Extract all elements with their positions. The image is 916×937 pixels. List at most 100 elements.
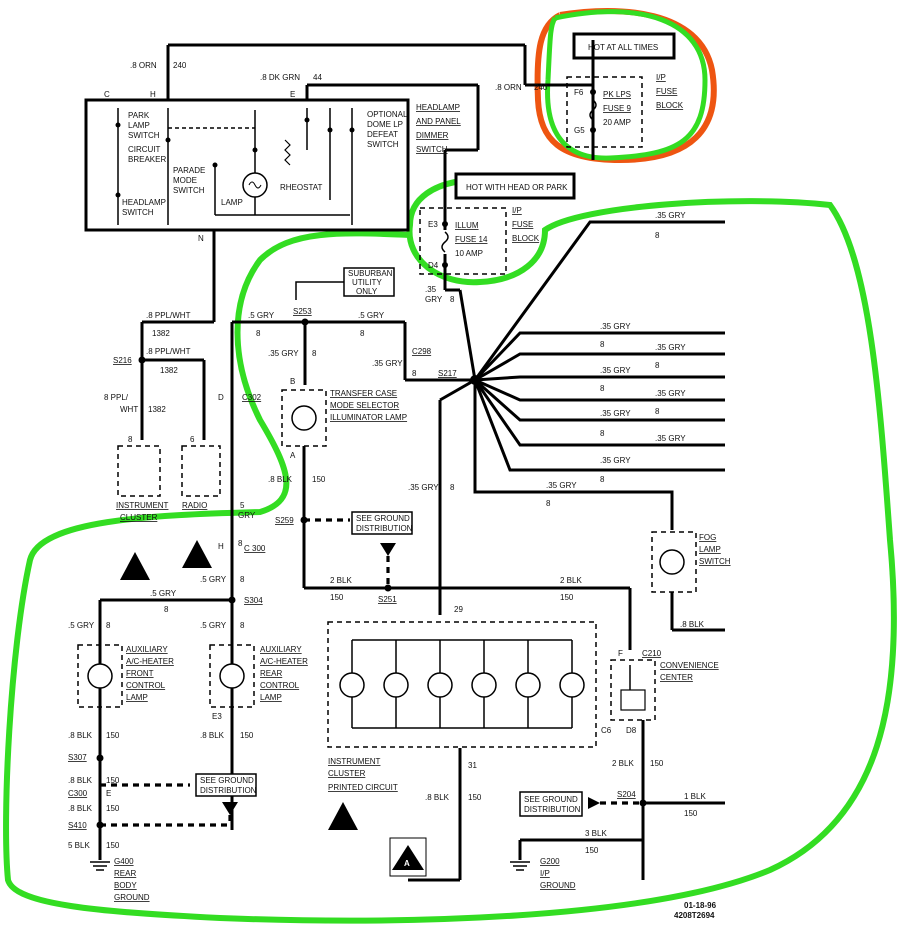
g200-blk-label: 3 BLK <box>585 829 607 838</box>
wire-num-8-c298: 8 <box>412 369 417 378</box>
ground-ref-arrow-2 <box>222 802 238 815</box>
green-highlight-main <box>3 179 897 924</box>
ipc-lamps <box>339 640 585 728</box>
wire-label-gry5-a: .5 GRY <box>248 311 275 320</box>
conv-label-1: CONVENIENCE <box>660 661 719 670</box>
wire-label-gry35-tc: .35 GRY <box>268 349 299 358</box>
see-ground-box-2 <box>195 773 257 797</box>
instrument-cluster-box <box>117 445 161 497</box>
ipc-box <box>327 621 597 748</box>
fan-label-4: .35 GRY <box>600 366 631 375</box>
splice-s304: S304 <box>244 596 263 605</box>
aux-front-4: CONTROL <box>126 681 166 690</box>
wire-label-ppl-2: .8 PPL/WHT <box>146 347 191 356</box>
wire-label-dkgrn: .8 DK GRN <box>260 73 300 82</box>
g400-1: G400 <box>114 857 134 866</box>
splice-s216: S216 <box>113 356 132 365</box>
splice-s410-dot <box>96 821 104 829</box>
splice-s251: S251 <box>378 595 397 604</box>
fan-num-4: 8 <box>600 384 605 393</box>
see-ground-1b: DISTRIBUTION <box>356 524 413 533</box>
fuse9-pin-g5: G5 <box>574 126 585 135</box>
transfer-case-lamp-icon <box>291 405 317 431</box>
aux-rear-3: REAR <box>260 669 282 678</box>
fan-num-8: 8 <box>600 475 605 484</box>
dome-3: DEFEAT <box>367 130 398 139</box>
g200-3: GROUND <box>540 881 576 890</box>
wire-gry5-top: .5 GRY <box>150 589 177 598</box>
wire-g5: 5 <box>240 501 245 510</box>
fuse14-rating: 10 AMP <box>455 249 483 258</box>
conv-pin-d8: D8 <box>626 726 637 735</box>
conv-pin-c6: C6 <box>601 726 612 735</box>
aux-rear-wire-label: .5 GRY <box>200 621 227 630</box>
splice-s307-dot <box>96 754 104 762</box>
conn-c210: C210 <box>642 649 662 658</box>
hot-all-times-label: HOT AT ALL TIMES <box>588 43 658 52</box>
aux-rear-pin-e3: E3 <box>212 712 222 721</box>
fuse14-block-3: BLOCK <box>512 234 540 243</box>
fog-ground-label: .8 BLK <box>680 620 705 629</box>
fog-lamp-icon <box>659 549 685 575</box>
splice-s253: S253 <box>293 307 312 316</box>
aux-rear-gnd-label: .8 BLK <box>200 731 225 740</box>
convenience-center-box <box>610 659 656 721</box>
headlamp-switch-box <box>84 98 410 232</box>
splice-s259: S259 <box>275 516 294 525</box>
hl-title-2: AND PANEL <box>416 117 461 126</box>
g200-2: I/P <box>540 869 550 878</box>
aux-rear-1: AUXILIARY <box>260 645 302 654</box>
aux-rear-lamp-icon <box>219 663 245 689</box>
splice-s410: S410 <box>68 821 87 830</box>
g400-2: REAR <box>114 869 136 878</box>
tc-pin-b: B <box>290 377 295 386</box>
tc-label-3: ILLUMINATOR LAMP <box>330 413 407 422</box>
s307-blk-num: 150 <box>106 776 120 785</box>
ipc-label-2: CLUSTER <box>328 769 366 778</box>
conv-gnd-label: 2 BLK <box>612 759 634 768</box>
wire-label-gry35-a: .35 <box>425 285 437 294</box>
g200-1: G200 <box>540 857 560 866</box>
wire-gry5-l: .5 GRY <box>200 575 227 584</box>
wire-label-orn-2: .8 ORN <box>495 83 522 92</box>
aux-front-gnd-label: .8 BLK <box>68 731 93 740</box>
wire-label-ppl-1: .8 PPL/WHT <box>146 311 191 320</box>
hot-head-park-label: HOT WITH HEAD OR PARK <box>466 183 568 192</box>
hl-title-4: SWITCH <box>416 145 448 154</box>
aux-rear-2: A/C-HEATER <box>260 657 308 666</box>
rheostat-label: RHEOSTAT <box>280 183 322 192</box>
suburban-3: ONLY <box>356 287 378 296</box>
cb-1: CIRCUIT <box>128 145 161 154</box>
hl-title-1: HEADLAMP <box>416 103 460 112</box>
bus-label-2: 2 BLK <box>560 576 582 585</box>
suburban-1: SUBURBAN <box>348 269 393 278</box>
wire-label-ppl-3a: 8 PPL/ <box>104 393 129 402</box>
splice-s307: S307 <box>68 753 87 762</box>
see-ground-box-3 <box>519 791 583 817</box>
esd-icon-1 <box>120 552 150 580</box>
conn-c300-b: C300 <box>68 789 88 798</box>
see-ground-3a: SEE GROUND <box>524 795 578 804</box>
see-ground-box-1 <box>351 511 413 535</box>
fuse9-pin-bottom <box>590 127 596 133</box>
fan-label-1: .35 GRY <box>655 211 686 220</box>
g200-ground-icon <box>510 861 530 871</box>
conn-h: H <box>218 542 224 551</box>
fan-label-3: .35 GRY <box>655 343 686 352</box>
s204-right-label: 1 BLK <box>684 792 706 801</box>
tc-label-2: MODE SELECTOR <box>330 401 399 410</box>
g400-3: BODY <box>114 881 137 890</box>
fuse9-number: FUSE 9 <box>603 104 632 113</box>
parade-3: SWITCH <box>173 186 205 195</box>
g400-4: GROUND <box>114 893 150 902</box>
ipc-gnd-label: .8 BLK <box>425 793 450 802</box>
g200-blk-num: 150 <box>585 846 599 855</box>
g400-ground-icon <box>90 861 110 871</box>
hl-pin-e: E <box>290 90 295 99</box>
marker-a-label: A <box>404 859 410 868</box>
fog-label-2: LAMP <box>699 545 721 554</box>
aux-front-1: AUXILIARY <box>126 645 168 654</box>
fan-num-3: 8 <box>655 361 660 370</box>
fan-num-9: 8 <box>546 499 551 508</box>
cluster-label-2: CLUSTER <box>120 513 158 522</box>
